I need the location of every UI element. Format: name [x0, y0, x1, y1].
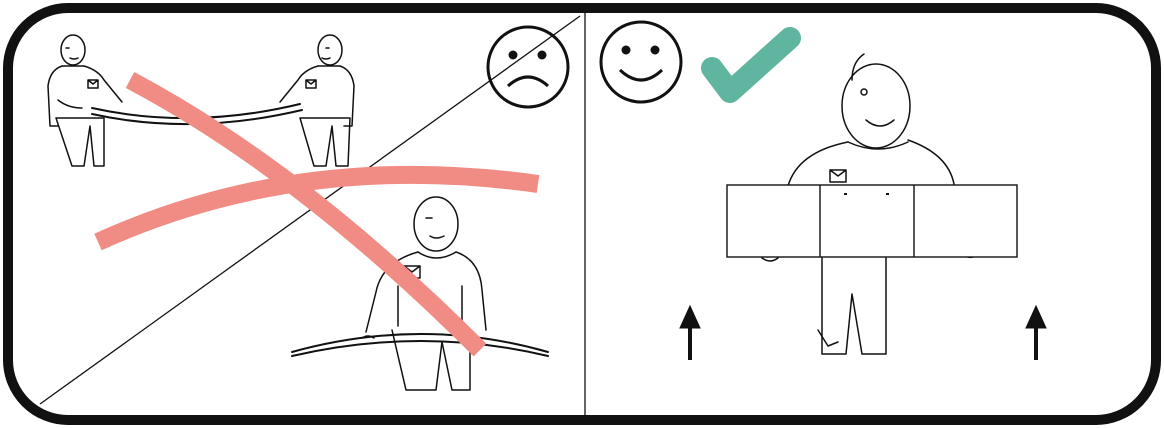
flat-panel — [727, 185, 1017, 257]
